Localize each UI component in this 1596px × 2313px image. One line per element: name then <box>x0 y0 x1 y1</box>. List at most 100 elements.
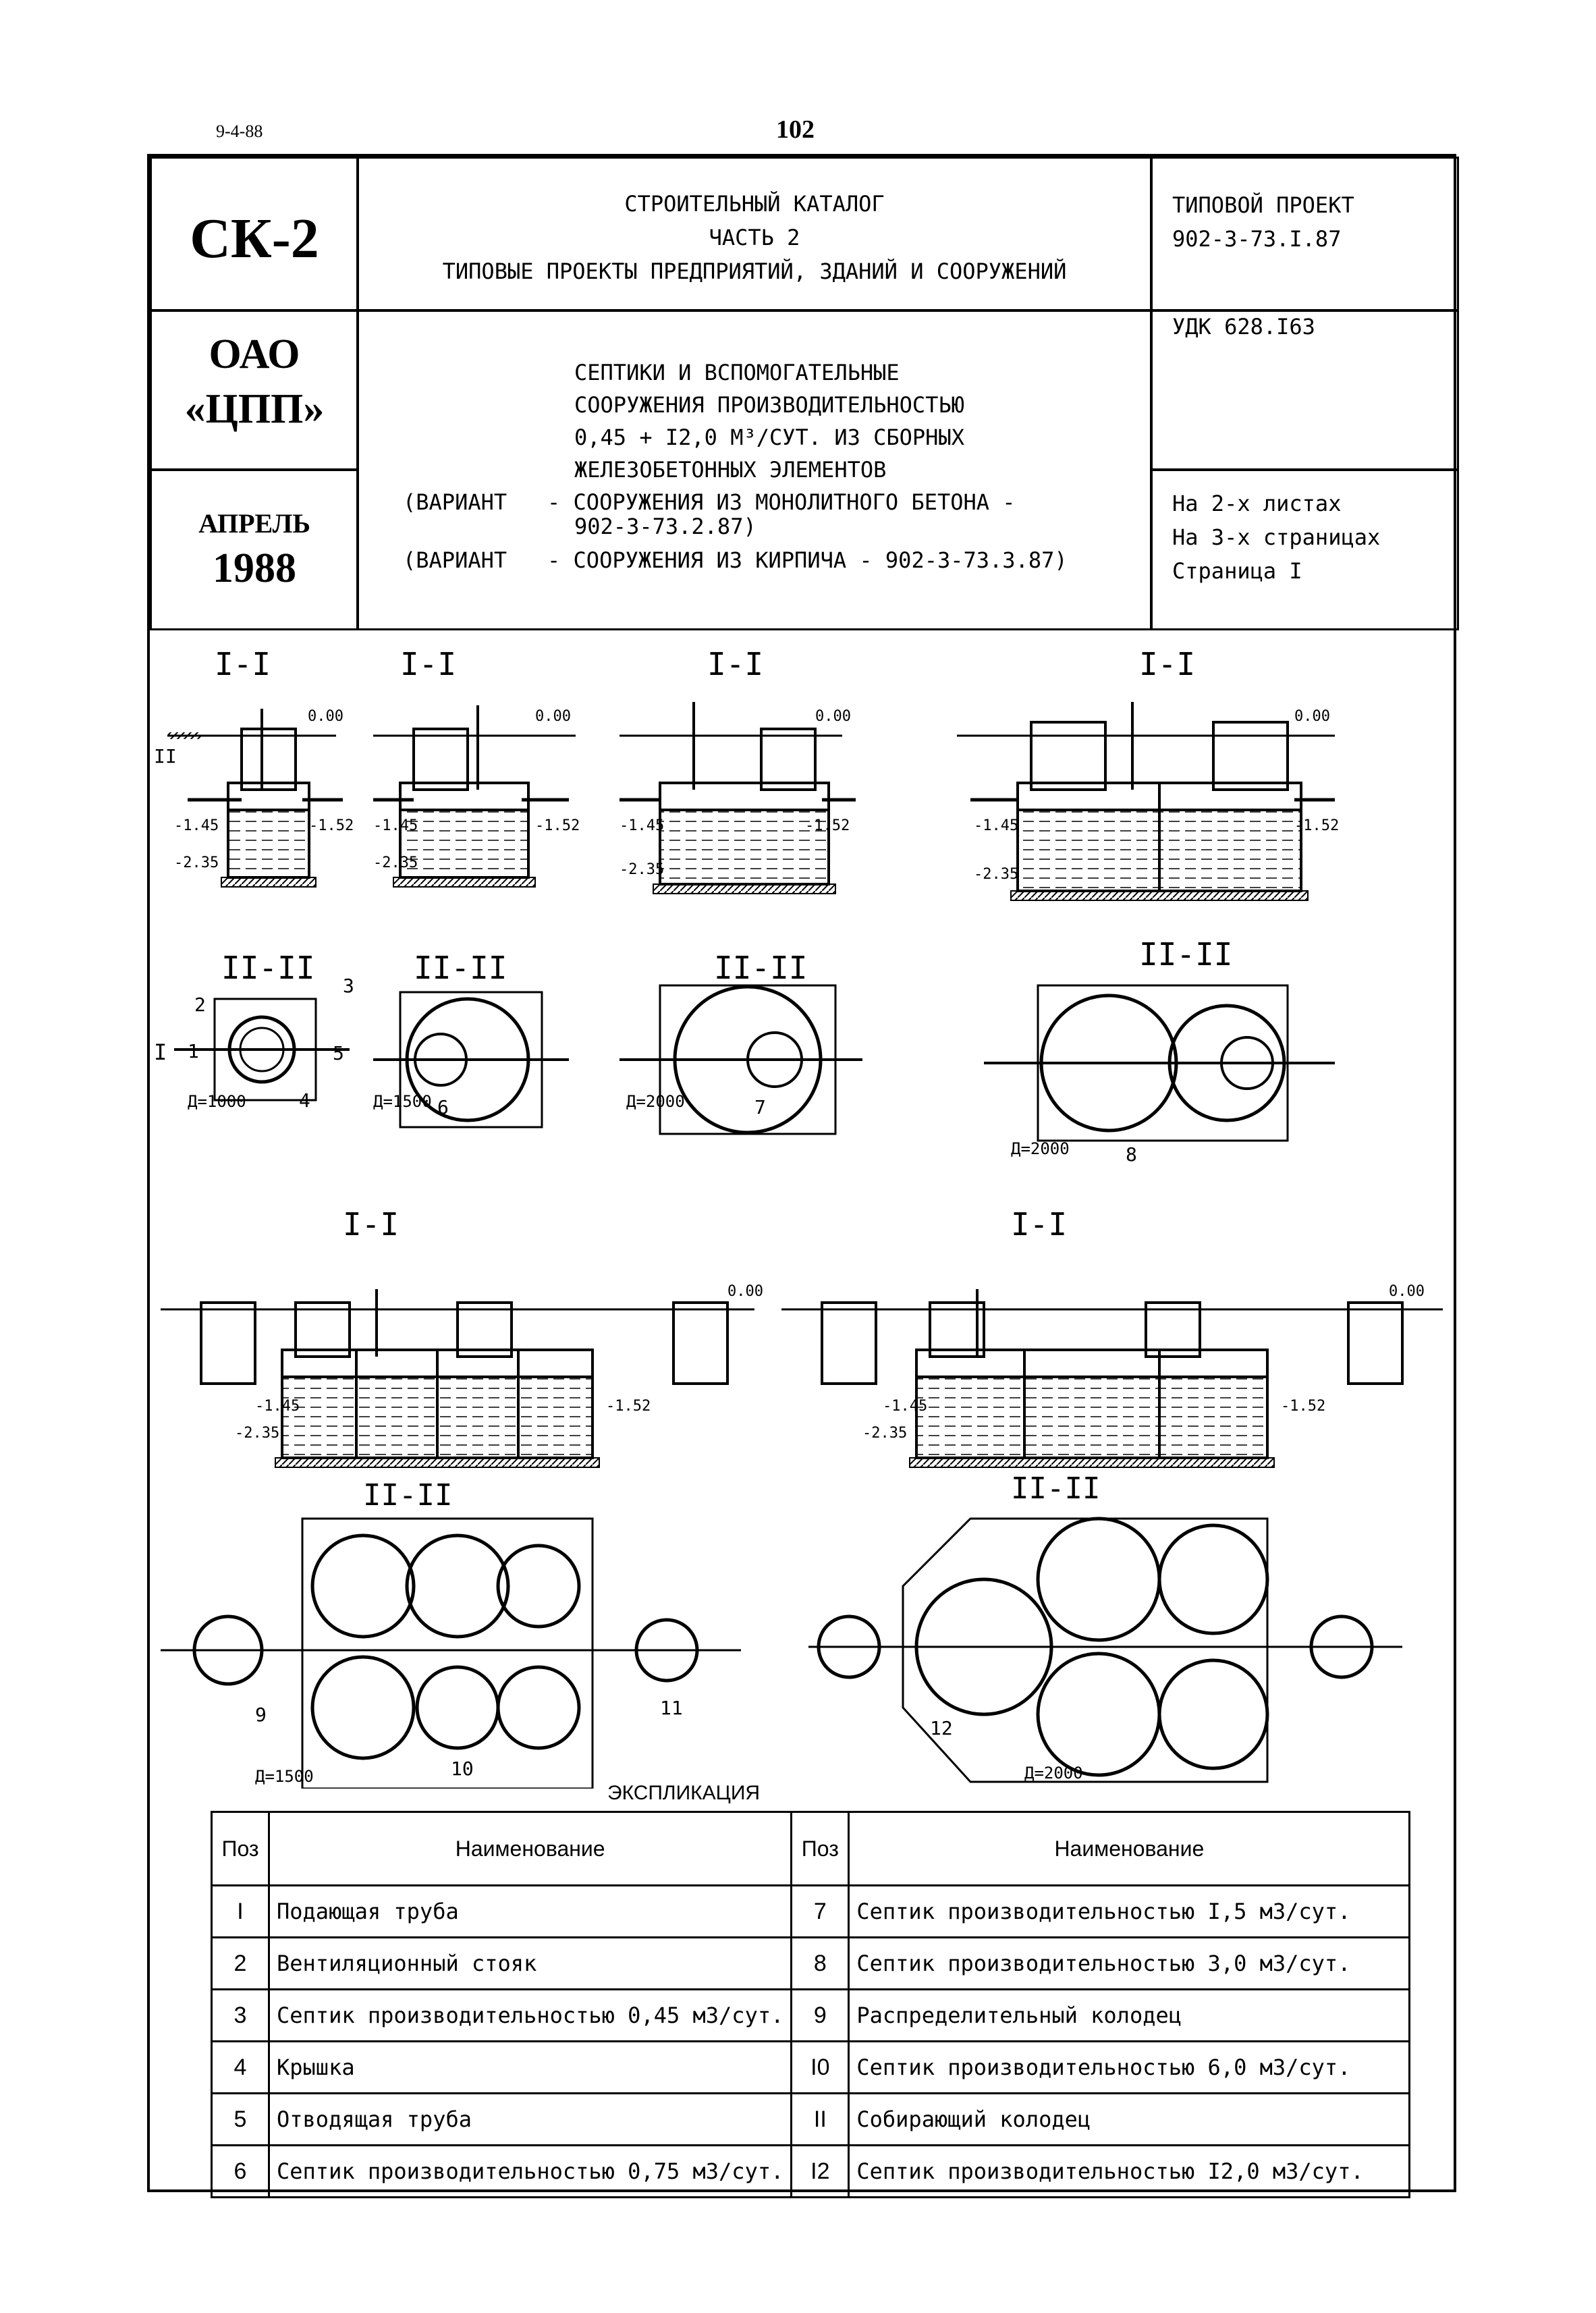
section-marker: II <box>154 745 177 767</box>
table-row: 2 Вентиляционный стояк 8 Септик производ… <box>211 1936 1411 1990</box>
section-label: I-I <box>707 646 763 682</box>
position-callout: 7 <box>754 1096 766 1118</box>
table-row: 6 Септик производительностью 0,75 м3/сут… <box>211 2144 1411 2198</box>
table-header-row: Поз Наименование Поз Наименование <box>211 1811 1411 1886</box>
level-label: -1.45 <box>255 1398 300 1415</box>
level-label: -1.45 <box>373 817 418 834</box>
name-cell: Септик производительностью 6,0 м3/сут. <box>848 2040 1411 2094</box>
title-line: СООРУЖЕНИЯ ПРОИЗВОДИТЕЛЬНОСТЬЮ <box>574 392 964 418</box>
table-row: I Подающая труба 7 Септик производительн… <box>211 1884 1411 1938</box>
position-cell: 7 <box>790 1884 850 1938</box>
level-label: 0.00 <box>308 708 343 725</box>
variant1-prefix: (ВАРИАНТ <box>403 489 507 515</box>
level-label: -2.35 <box>974 866 1018 883</box>
position-cell: II <box>790 2092 850 2146</box>
section-label: II-II <box>363 1478 452 1513</box>
section-label: II-II <box>714 950 807 986</box>
plan-2-2-wide-left: II-II Д=1500 <box>161 1478 741 1789</box>
column-header: Поз <box>211 1811 270 1886</box>
title-line: СЕПТИКИ И ВСПОМОГАТЕЛЬНЫЕ <box>574 360 900 385</box>
plan-2-2-wide-right: II-II Д=2000 <box>808 1471 1402 1783</box>
position-callout: 3 <box>343 975 354 997</box>
sheet-frame: СК-2 ОАО «ЦПП» АПРЕЛЬ 1988 СТРОИТЕЛЬНЫЙ … <box>147 154 1459 2192</box>
variant1-text: - СООРУЖЕНИЯ ИЗ МОНОЛИТНОГО БЕТОНА - <box>547 489 1016 515</box>
level-label: 0.00 <box>1294 708 1330 725</box>
section-1-1-double: I-I 0.00 -1.45 -1.52 -2.35 <box>957 646 1339 901</box>
catalog-line: СТРОИТЕЛЬНЫЙ КАТАЛОГ <box>624 191 885 217</box>
plan-2-2-small: II-II Д=1000 <box>174 950 350 1111</box>
septic-drawings: I-I 0.00 -1.45 -1.52 -2.35 I-I 0.00 -1.4… <box>154 646 1443 1789</box>
level-label: -1.52 <box>1281 1398 1325 1415</box>
name-cell: Собирающий колодец <box>848 2092 1411 2146</box>
section-1-1-small: I-I 0.00 -1.45 -1.52 -2.35 <box>167 646 354 888</box>
level-label: -1.45 <box>883 1398 927 1415</box>
typical-project-cell: ТИПОВОЙ ПРОЕКТ 902-3-73.I.87 <box>1150 157 1459 312</box>
catalog-line: ЧАСТЬ 2 <box>709 225 800 250</box>
series-code: СК-2 <box>190 207 319 270</box>
level-label: -1.45 <box>174 817 219 834</box>
section-label: I-I <box>1011 1206 1067 1243</box>
date-cell: АПРЕЛЬ 1988 <box>150 468 359 630</box>
series-cell: СК-2 <box>150 157 359 312</box>
level-label: -2.35 <box>373 854 418 871</box>
explication-title: ЭКСПЛИКАЦИЯ <box>607 1782 761 1804</box>
sheets-line: Страница I <box>1172 558 1302 584</box>
position-callout: 12 <box>930 1717 953 1739</box>
section-label: II-II <box>1139 936 1232 973</box>
section-1-1-wide-right: I-I 0.00 -1.45 -1.52 -2.35 <box>781 1206 1443 1468</box>
catalog-cell: СТРОИТЕЛЬНЫЙ КАТАЛОГ ЧАСТЬ 2 ТИПОВЫЕ ПРО… <box>356 157 1153 312</box>
level-label: -1.52 <box>535 817 580 834</box>
name-cell: Подающая труба <box>267 1884 793 1938</box>
position-cell: 5 <box>211 2092 270 2146</box>
plan-2-2-medium: II-II Д=1500 <box>373 950 569 1128</box>
section-label: I-I <box>215 646 271 682</box>
section-label: I-I <box>343 1206 399 1243</box>
position-cell: 6 <box>211 2144 270 2198</box>
name-cell: Септик производительностью I2,0 м3/сут. <box>848 2144 1411 2198</box>
table-row: 5 Отводящая труба II Собирающий колодец <box>211 2092 1411 2146</box>
position-cell: 8 <box>790 1936 850 1990</box>
name-cell: Септик производительностью I,5 м3/сут. <box>848 1884 1411 1938</box>
column-header: Поз <box>790 1811 850 1886</box>
organization-line2: «ЦПП» <box>184 386 325 432</box>
position-callout: 5 <box>333 1042 344 1064</box>
variant1-code: 902-3-73.2.87) <box>574 514 756 539</box>
title-cell: СЕПТИКИ И ВСПОМОГАТЕЛЬНЫЕ СООРУЖЕНИЯ ПРО… <box>356 309 1153 630</box>
name-cell: Вентиляционный стояк <box>267 1936 793 1990</box>
position-callout: 9 <box>255 1704 267 1726</box>
name-cell: Септик производительностью 0,45 м3/сут. <box>267 1988 793 2042</box>
position-callout: 11 <box>660 1697 683 1719</box>
position-cell: I0 <box>790 2040 850 2094</box>
position-callout: 6 <box>437 1096 449 1118</box>
document-code: 9-4-88 <box>216 121 263 141</box>
diameter-label: Д=1500 <box>373 1092 432 1111</box>
name-cell: Отводящая труба <box>267 2092 793 2146</box>
typical-project-code: 902-3-73.I.87 <box>1172 226 1342 252</box>
level-label: -1.52 <box>606 1398 651 1415</box>
position-callout: 10 <box>451 1758 474 1780</box>
position-cell: 9 <box>790 1988 850 2042</box>
variant2-text: - СООРУЖЕНИЯ ИЗ КИРПИЧА - 902-3-73.3.87) <box>547 547 1068 573</box>
level-label: -1.52 <box>1294 817 1339 834</box>
level-label: -1.52 <box>805 817 850 834</box>
level-label: 0.00 <box>727 1283 763 1300</box>
title-line: ЖЕЛЕЗОБЕТОННЫХ ЭЛЕМЕНТОВ <box>574 457 887 483</box>
section-1-1-wide-left: I-I 0.00 -1.45 -1.52 -2.35 <box>161 1206 763 1468</box>
position-cell: I2 <box>790 2144 850 2198</box>
diameter-label: Д=1500 <box>255 1767 314 1786</box>
column-header: Наименование <box>848 1811 1411 1886</box>
level-label: 0.00 <box>535 708 571 725</box>
variant2-prefix: (ВАРИАНТ <box>403 547 507 573</box>
column-header: Наименование <box>267 1811 793 1886</box>
level-label: -1.52 <box>309 817 354 834</box>
section-label: I-I <box>400 646 456 682</box>
position-callout: 8 <box>1126 1143 1137 1166</box>
position-cell: 4 <box>211 2040 270 2094</box>
position-callout: 1 <box>188 1040 199 1062</box>
typical-project-label: ТИПОВОЙ ПРОЕКТ <box>1172 192 1354 218</box>
section-label: II-II <box>221 950 314 986</box>
name-cell: Распределительный колодец <box>848 1988 1411 2042</box>
section-label: II-II <box>414 950 507 986</box>
issue-year: 1988 <box>213 545 296 591</box>
diameter-label: Д=2000 <box>1011 1139 1070 1158</box>
